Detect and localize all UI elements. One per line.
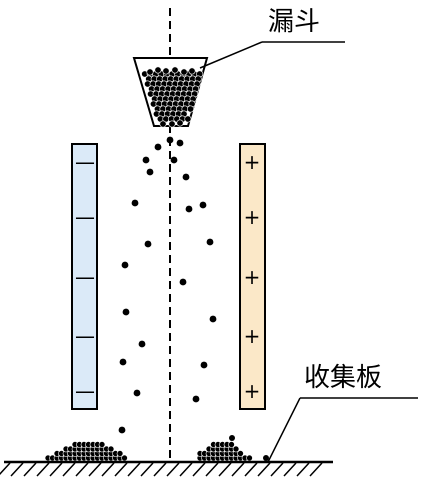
hatch-line xyxy=(192,462,206,477)
funnel-grain xyxy=(154,66,162,74)
plus-sign: + xyxy=(244,150,261,174)
funnel: 漏斗 xyxy=(132,7,345,128)
hatch-line xyxy=(166,462,180,477)
minus-sign: — xyxy=(75,150,95,174)
particle xyxy=(209,315,217,323)
hatch-line xyxy=(0,462,11,475)
funnel-label: 漏斗 xyxy=(268,7,320,37)
hatch-line xyxy=(153,462,167,477)
hatch-line xyxy=(49,462,63,477)
hatch-line xyxy=(218,462,232,477)
particle xyxy=(121,261,129,269)
negative-signs: — — — — — xyxy=(75,150,95,403)
particle xyxy=(119,358,127,366)
hatch-line xyxy=(75,462,89,477)
hatch-line xyxy=(10,462,24,477)
positive-plate: + + + + + xyxy=(239,143,266,410)
pile-particle xyxy=(229,435,235,441)
particle xyxy=(118,426,126,434)
particle xyxy=(138,340,146,348)
positive-plate-body xyxy=(239,143,266,410)
pile-particle xyxy=(246,454,253,462)
hatch-line xyxy=(101,462,115,477)
funnel-grain xyxy=(180,68,188,76)
funnel-leader-line xyxy=(199,41,263,69)
hatch-line xyxy=(283,462,297,477)
positive-signs: + + + + + xyxy=(244,150,261,403)
hatch-line xyxy=(205,462,219,477)
plus-sign: + xyxy=(244,379,261,403)
minus-sign: — xyxy=(75,379,95,403)
hatch-line xyxy=(231,462,245,477)
negative-plate-body xyxy=(71,143,98,410)
particle xyxy=(192,395,200,403)
minus-sign: — xyxy=(75,205,95,229)
funnel-grain xyxy=(168,120,176,128)
collector-leader-line xyxy=(267,397,301,463)
funnel-grain xyxy=(162,67,170,75)
pile-particle xyxy=(237,450,244,457)
funnel-grain xyxy=(171,66,179,74)
hatch-line xyxy=(244,462,258,477)
hatch-line xyxy=(62,462,76,477)
funnel-grain xyxy=(187,105,195,113)
hatch-line xyxy=(36,462,50,477)
particle xyxy=(142,156,150,164)
funnel-grain xyxy=(184,115,192,123)
funnel-grain xyxy=(146,68,154,76)
plus-sign: + xyxy=(244,265,261,289)
funnel-grain xyxy=(159,120,167,128)
particle xyxy=(182,173,190,181)
collector-plate: 收集板 xyxy=(0,363,418,477)
falling-particles xyxy=(118,136,217,434)
particle xyxy=(144,240,152,248)
minus-sign: — xyxy=(75,324,95,348)
particle xyxy=(176,139,184,147)
minus-sign: — xyxy=(75,265,95,289)
particle xyxy=(146,168,154,176)
hatch-line xyxy=(309,462,323,477)
particle xyxy=(185,205,193,213)
hatch-line xyxy=(296,462,310,477)
hatch-line xyxy=(114,462,128,477)
particle xyxy=(131,199,139,207)
plus-sign: + xyxy=(244,205,261,229)
negative-plate: — — — — — xyxy=(71,143,98,410)
particle xyxy=(170,156,178,164)
hatch-line xyxy=(23,462,37,477)
pile-particle xyxy=(107,445,115,453)
pile-particle xyxy=(263,455,269,461)
particle xyxy=(122,308,130,316)
funnel-grain xyxy=(176,119,184,127)
hatch-line xyxy=(257,462,271,477)
hatch-line xyxy=(179,462,193,477)
hatch-line xyxy=(270,462,284,477)
particle xyxy=(179,278,187,286)
collector-hatching xyxy=(0,462,323,477)
particle-piles xyxy=(44,435,269,462)
hatch-line xyxy=(140,462,154,477)
plus-sign: + xyxy=(244,324,261,348)
collector-label: 收集板 xyxy=(304,363,382,393)
particle xyxy=(206,238,214,246)
pile-particle xyxy=(232,445,240,453)
particle xyxy=(200,361,208,369)
pile-particle xyxy=(116,450,124,457)
particle xyxy=(154,143,162,151)
pile-particle xyxy=(121,454,128,462)
particle xyxy=(133,389,141,397)
particle xyxy=(199,201,207,209)
pile-particle xyxy=(228,441,235,448)
funnel-grain xyxy=(188,67,196,75)
pile-particle xyxy=(98,441,106,448)
funnel-grains xyxy=(141,66,204,128)
hatch-line xyxy=(88,462,102,477)
particle xyxy=(166,136,174,144)
hatch-line xyxy=(127,462,141,477)
